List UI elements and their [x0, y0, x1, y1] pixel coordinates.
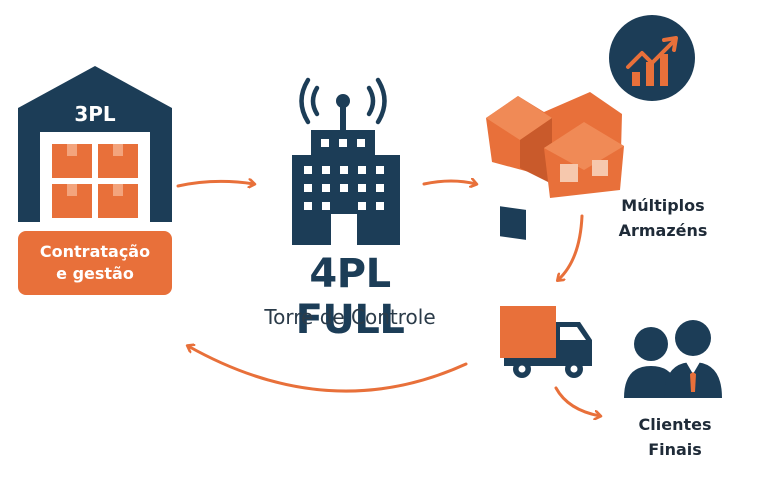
3pl-label-box: Contratação e gestão: [18, 231, 172, 295]
warehouses-label-line2: Armazéns: [618, 221, 708, 240]
3pl-label: Contratação e gestão: [39, 242, 151, 283]
control-tower-title: 4PL FULL: [295, 251, 405, 343]
3pl-warehouse-icon: 3PL: [18, 66, 172, 222]
arrow-3pl-to-tower: [176, 181, 254, 186]
arrow-warehouses-to-truck: [558, 214, 584, 280]
radio-tower-building-icon: [292, 77, 400, 245]
growth-chart-icon: [609, 15, 695, 101]
warehouses-label-line1: Múltiplos: [621, 196, 705, 215]
control-tower-subtitle: Torre de Controle: [264, 305, 436, 329]
delivery-truck-icon: [500, 306, 592, 378]
clients-label-line2: Finais: [648, 440, 702, 459]
warehouses-label: Múltiplos Armazéns: [604, 193, 722, 243]
clients-icon: [624, 320, 722, 398]
arrow-tower-to-warehouses: [422, 181, 476, 184]
3pl-badge: 3PL: [74, 102, 116, 126]
return-arrow: [188, 346, 468, 393]
arrow-truck-to-clients: [554, 386, 600, 416]
clients-label: Clientes Finais: [616, 412, 734, 462]
warehouses-icon: [486, 92, 624, 240]
clients-label-line1: Clientes: [638, 415, 712, 434]
